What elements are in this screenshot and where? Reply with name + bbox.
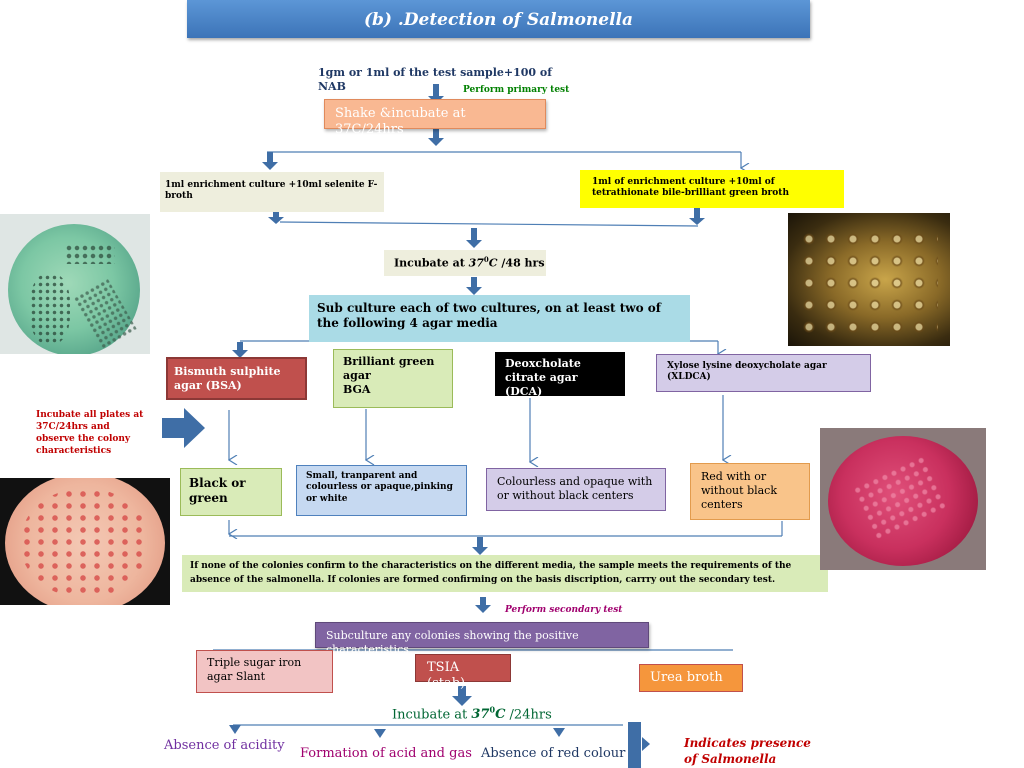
incubate-48h-box: Incubate at 370C /48 hrs	[384, 250, 546, 276]
bga-line-1: Brilliant green	[343, 355, 435, 368]
incubate-48-unit: C	[488, 256, 498, 270]
tetrathionate-broth-box: 1ml of enrichment culture +10ml of tetra…	[580, 170, 844, 208]
outcome-red-colour: Absence of red colour	[481, 746, 626, 761]
dca-media-box: Deoxcholate citrate agar (DCA)	[495, 352, 625, 398]
bga-line-2: agar	[343, 368, 371, 382]
primary-test-label: Perform primary test	[463, 85, 570, 95]
incubate-24-unit: C	[495, 707, 506, 723]
bsa-media-box: Bismuth sulphite agar (BSA)	[166, 357, 307, 400]
bga-line-3: BGA	[343, 382, 371, 396]
incubate-24-temp: 37	[471, 707, 490, 723]
incubate-24-prefix: Incubate at	[392, 707, 472, 723]
incubate-24-suffix: /24hrs	[505, 707, 552, 723]
incubate-48-degree: 0	[483, 255, 489, 264]
bga-result-box: Small, tranparent and colourless or apaq…	[296, 465, 467, 516]
page-title: (b) .Detection of Salmonella	[363, 10, 634, 30]
petri-dish-photo-gold	[788, 213, 950, 346]
tsia-stab-box: TSIA (stab)	[415, 654, 511, 691]
incubate-plates-note: Incubate all plates at 37C/24hrs and obs…	[36, 410, 144, 457]
shake-incubate-box: Shake &incubate at 37C/24hrs	[324, 99, 546, 137]
outcome-acidity: Absence of acidity	[164, 738, 285, 753]
incubate-24-degree: 0	[489, 705, 496, 715]
secondary-test-label: Perform secondary test	[505, 605, 623, 615]
xldca-media-box: Xylose lysine deoxycholate agar (XLDCA)	[656, 354, 871, 392]
petri-dish-photo-pink	[820, 428, 986, 570]
xldca-result-box: Red with or without black centers	[690, 463, 810, 520]
title-bar	[187, 0, 810, 38]
conclusion-box: If none of the colonies confirm to the c…	[182, 555, 828, 592]
tsi-slant-box: Triple sugar iron agar Slant	[196, 650, 333, 693]
incubate-48-temp: 37	[468, 256, 484, 270]
bga-media-box: Brilliant green agar BGA	[333, 349, 453, 408]
petri-dish-photo-red	[0, 478, 170, 605]
urea-broth-box: Urea broth	[639, 664, 743, 692]
outcome-acid-gas: Formation of acid and gas	[300, 746, 472, 761]
subculture-positive-box: Subculture any colonies showing the posi…	[315, 622, 649, 656]
subculture-agar-box: Sub culture each of two cultures, on at …	[309, 295, 690, 342]
outcome-presence: Indicates presence of Salmonella	[684, 736, 811, 767]
sample-step: 1gm or 1ml of the test sample+100 of NAB	[318, 66, 552, 93]
incubate-48-suffix: /48 hrs	[497, 256, 545, 270]
bsa-result-box: Black or green	[180, 468, 282, 516]
selenite-broth-box: 1ml enrichment culture +10ml selenite F-…	[160, 172, 384, 212]
incubate-24h-label: Incubate at 370C /24hrs	[392, 705, 562, 724]
petri-dish-photo-green	[0, 214, 150, 354]
dca-result-box: Colourless and opaque with or without bl…	[486, 468, 666, 511]
incubate-48-prefix: Incubate at	[394, 256, 469, 270]
